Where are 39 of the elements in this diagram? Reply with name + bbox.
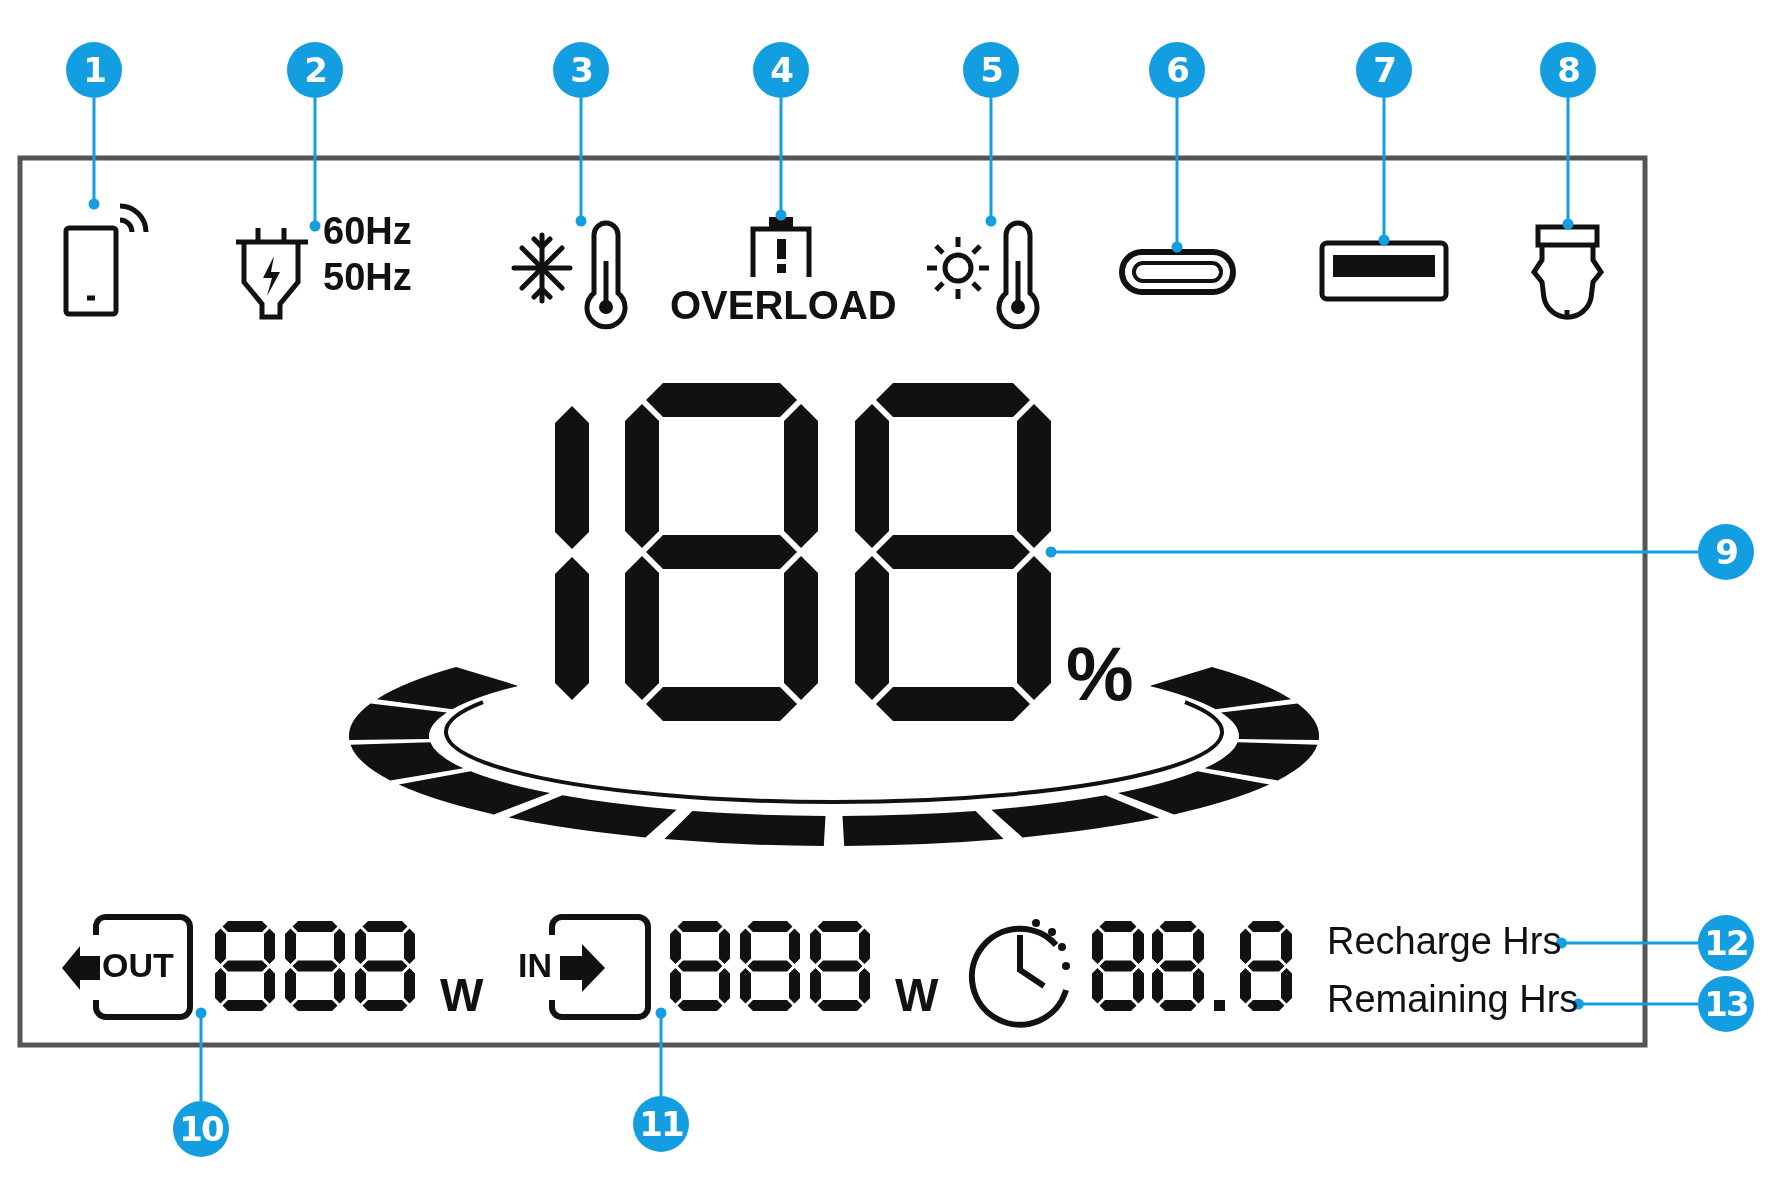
leader-line [88,98,100,210]
callout-number: 8 [1540,42,1596,98]
warning-label: OVERLOAD [670,285,897,325]
callout-number: 10 [173,1101,229,1157]
callout-number: 6 [1149,42,1205,98]
status-text: Recharge Hrs [1327,917,1562,965]
input-label: IN [518,948,552,982]
unit-label: W [440,972,484,1018]
callout-number: 1 [66,42,122,98]
unit-label: W [895,972,939,1018]
frequency-label: 50Hz [323,258,412,296]
usb-a-port-icon [1319,240,1449,302]
leader-line [195,1007,207,1101]
callout-number: 13 [1698,976,1754,1032]
frequency-label: 60Hz [323,212,412,250]
usb-c-port-icon [1118,247,1237,297]
callout-number: 3 [553,42,609,98]
status-text: Remaining Hrs [1327,975,1579,1023]
callout-number: 11 [633,1096,689,1152]
leader-line [655,1007,667,1096]
leader-line [985,98,997,227]
leader-line [1555,937,1698,949]
car-socket-icon [1530,224,1605,322]
leader-line [1378,98,1390,246]
callout-number: 7 [1356,42,1412,98]
leader-line [1045,546,1698,558]
leader-line [775,98,787,221]
output-label: OUT [102,948,174,982]
callout-number: 9 [1698,524,1754,580]
callout-number: 12 [1698,915,1754,971]
callout-number: 5 [963,42,1019,98]
leader-line [1572,998,1698,1010]
leader-line [1562,98,1574,230]
percent-sign: % [1066,636,1134,712]
callout-number: 2 [287,42,343,98]
leader-line [1171,98,1183,253]
leader-line [309,98,321,232]
leader-line [575,98,587,227]
callout-number: 4 [753,42,809,98]
